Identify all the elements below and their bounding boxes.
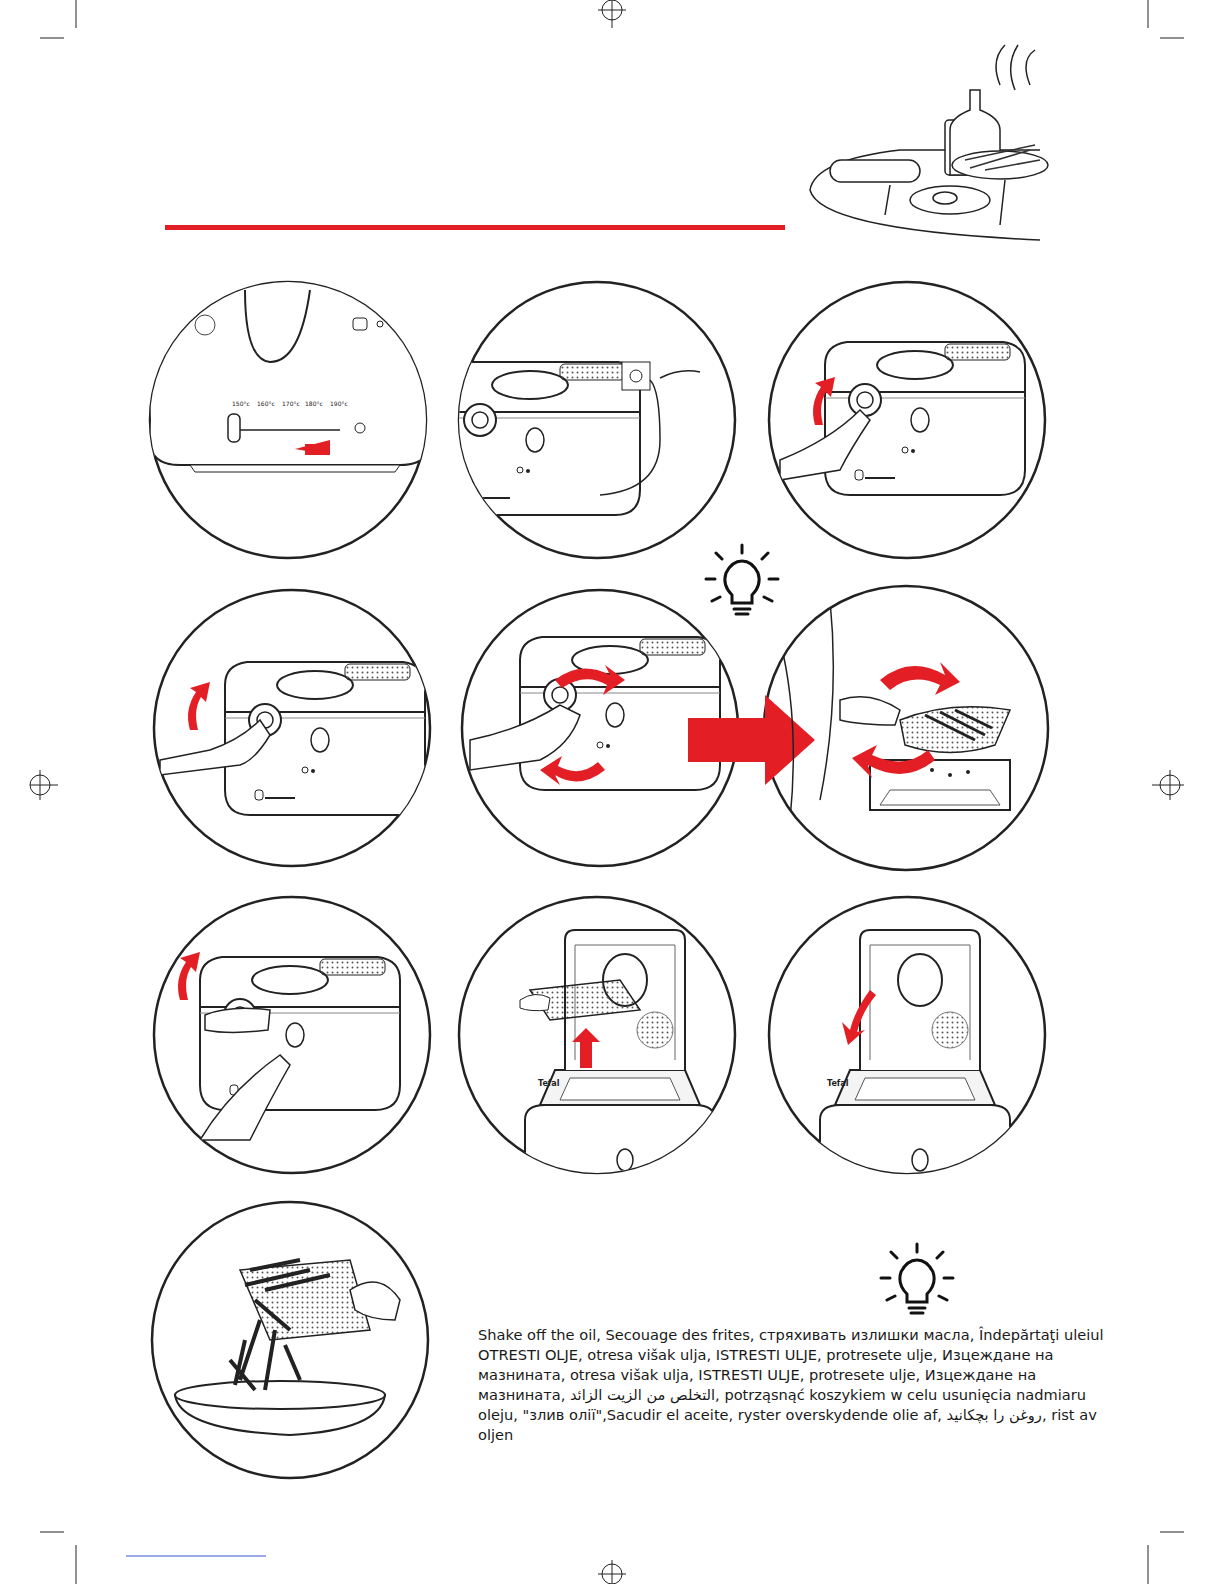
temperature-label: 150°c: [232, 400, 250, 407]
brand-label: Tefal: [827, 1079, 848, 1088]
temperature-label: 180°c: [305, 400, 323, 407]
tip-text: Shake off the oil, Secouage des frites, …: [478, 1325, 1118, 1445]
temperature-label: 170°c: [282, 400, 300, 407]
brand-label: Tefal: [538, 1079, 559, 1088]
temperature-label: 160°c: [257, 400, 275, 407]
temperature-label: 190°c: [330, 400, 348, 407]
